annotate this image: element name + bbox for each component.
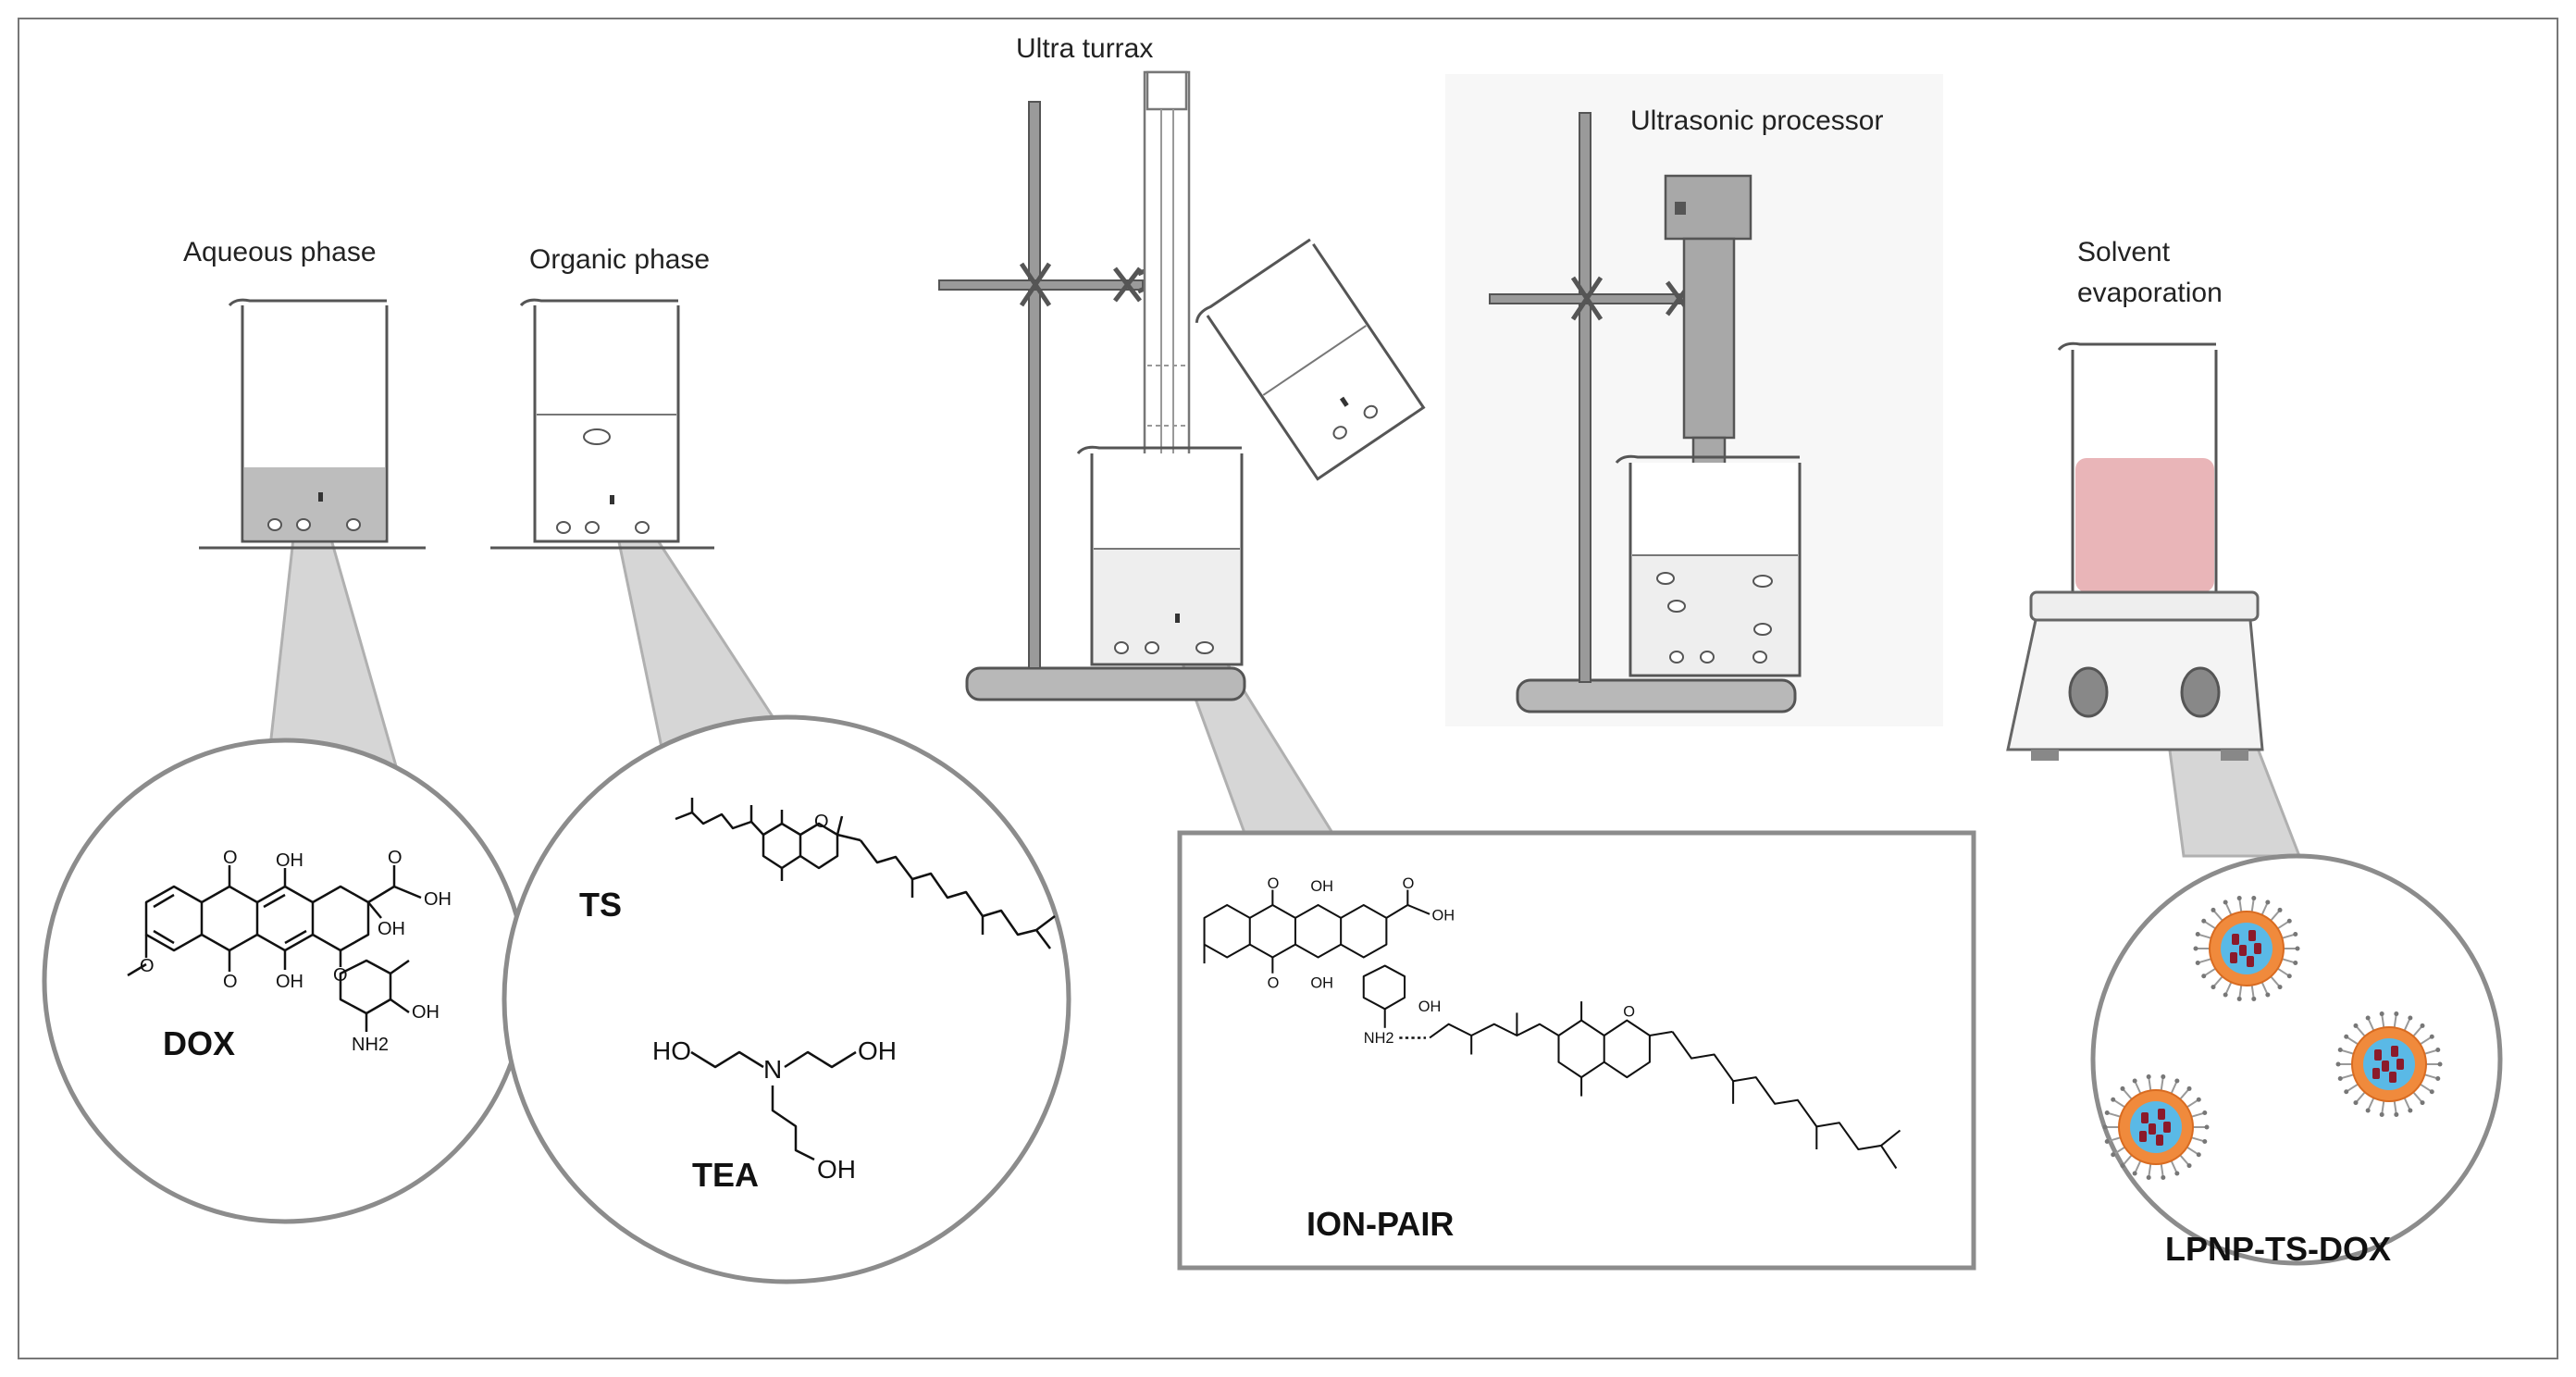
aqueous-bubble bbox=[346, 518, 361, 531]
nanoparticle bbox=[2102, 1074, 2210, 1180]
svg-text:O: O bbox=[1403, 875, 1415, 892]
stirrer-foot bbox=[2031, 750, 2059, 761]
ultrasonic-bubble bbox=[1753, 623, 1772, 636]
svg-text:OH: OH bbox=[858, 1036, 897, 1065]
aqueous-bubble bbox=[296, 518, 311, 531]
nanoparticle bbox=[2335, 1011, 2443, 1117]
ultra-turrax-stand-arm bbox=[938, 279, 1144, 291]
svg-text:O: O bbox=[1268, 875, 1280, 892]
svg-text:OH: OH bbox=[1310, 878, 1333, 895]
pouring-beaker bbox=[1195, 238, 1426, 481]
ultra-turrax-beaker-rim bbox=[1076, 445, 1242, 454]
svg-text:NH2: NH2 bbox=[352, 1035, 389, 1055]
svg-text:O: O bbox=[223, 848, 238, 868]
svg-text:O: O bbox=[140, 956, 155, 976]
stirrer-body bbox=[2006, 618, 2264, 751]
stirrer-foot bbox=[2221, 750, 2248, 761]
ultrasonic-bubble bbox=[1667, 600, 1686, 613]
ts-structure: O bbox=[675, 798, 1056, 949]
svg-text:O: O bbox=[333, 965, 348, 986]
organic-bubble bbox=[583, 428, 611, 445]
svg-text:O: O bbox=[388, 848, 402, 868]
evaporation-liquid bbox=[2075, 458, 2214, 592]
svg-text:OH: OH bbox=[1432, 907, 1455, 924]
svg-text:O: O bbox=[223, 972, 238, 992]
organic-bubble bbox=[585, 521, 600, 534]
ts-label: TS bbox=[579, 886, 622, 924]
svg-text:OH: OH bbox=[424, 889, 452, 910]
tea-label: TEA bbox=[692, 1156, 759, 1194]
ultra-turrax-bubble bbox=[1145, 641, 1159, 654]
lpnp-label: LPNP-TS-DOX bbox=[2165, 1230, 2391, 1268]
aqueous-beaker-rim bbox=[228, 298, 387, 307]
svg-text:OH: OH bbox=[1418, 999, 1442, 1015]
nanoparticle bbox=[2193, 896, 2300, 1001]
ultrasonic-bubble bbox=[1700, 651, 1715, 664]
ultrasonic-stand-base bbox=[1516, 678, 1797, 713]
ultrasonic-stand-rod bbox=[1579, 112, 1591, 683]
aqueous-phase-label: Aqueous phase bbox=[183, 237, 377, 267]
ultra-turrax-stand-rod bbox=[1028, 101, 1041, 669]
ultrasonic-converter bbox=[1682, 237, 1736, 440]
svg-text:NH2: NH2 bbox=[1364, 1030, 1394, 1047]
dox-label: DOX bbox=[163, 1024, 235, 1062]
ultrasonic-bubble bbox=[1752, 575, 1773, 588]
tea-structure: HO N OH OH bbox=[652, 1036, 897, 1184]
ultra-turrax-bubble bbox=[1195, 641, 1214, 654]
organic-beaker-rim bbox=[519, 298, 678, 307]
svg-text:OH: OH bbox=[276, 972, 303, 992]
lpnp-zoom-circle bbox=[2090, 853, 2503, 1266]
ion-pair-label: ION-PAIR bbox=[1307, 1205, 1454, 1243]
svg-text:OH: OH bbox=[817, 1155, 856, 1184]
ultrasonic-bubble bbox=[1669, 651, 1684, 664]
aqueous-liquid bbox=[244, 467, 385, 540]
ultrasonic-processor-label: Ultrasonic processor bbox=[1630, 105, 1883, 136]
ultra-turrax-head bbox=[1146, 70, 1188, 111]
ultrasonic-generator-button bbox=[1675, 202, 1686, 215]
svg-text:OH: OH bbox=[276, 850, 303, 871]
aqueous-drop bbox=[318, 492, 323, 502]
svg-text:O: O bbox=[1268, 974, 1280, 991]
stirrer-knob-left bbox=[2068, 666, 2109, 718]
aqueous-bubble bbox=[267, 518, 282, 531]
ultrasonic-bubble bbox=[1752, 651, 1767, 664]
ultra-turrax-label: Ultra turrax bbox=[1016, 33, 1153, 64]
ultra-turrax-stand-base bbox=[965, 666, 1246, 701]
ultra-turrax-bubble bbox=[1114, 641, 1129, 654]
zoom-cone-dox bbox=[266, 512, 399, 768]
ion-pair-box bbox=[1177, 830, 1976, 1271]
evaporation-beaker-rim bbox=[2057, 341, 2216, 351]
organic-phase-label: Organic phase bbox=[529, 244, 710, 275]
solvent-evaporation-label: Solvent bbox=[2077, 237, 2171, 267]
ion-pair-structure: O OH O OH O OH OH NH2 O bbox=[1203, 875, 1901, 1170]
organic-bubble bbox=[556, 521, 571, 534]
ultra-turrax-drop bbox=[1175, 614, 1180, 623]
ultrasonic-beaker-rim bbox=[1615, 454, 1800, 464]
ultrasonic-bubble bbox=[1656, 572, 1675, 585]
ultrasonic-liquid bbox=[1632, 555, 1798, 674]
organic-bubble bbox=[635, 521, 650, 534]
organic-beaker bbox=[533, 305, 680, 543]
figure-border bbox=[18, 18, 2558, 1359]
svg-text:OH: OH bbox=[1310, 974, 1333, 991]
svg-text:N: N bbox=[763, 1055, 782, 1084]
ts-tea-zoom-circle bbox=[502, 714, 1071, 1284]
svg-text:OH: OH bbox=[378, 919, 405, 939]
solvent-evaporation-label: evaporation bbox=[2077, 278, 2223, 308]
stirrer-top-plate bbox=[2029, 590, 2260, 622]
stirrer-knob-right bbox=[2180, 666, 2221, 718]
svg-text:O: O bbox=[1623, 1004, 1635, 1021]
dox-structure: O OH O OH O OH OH O O OH NH2 bbox=[127, 848, 452, 1055]
svg-text:O: O bbox=[814, 812, 829, 832]
svg-text:OH: OH bbox=[412, 1002, 440, 1023]
nanoparticles bbox=[2102, 896, 2443, 1180]
organic-drop bbox=[610, 495, 614, 504]
svg-text:HO: HO bbox=[652, 1036, 691, 1065]
